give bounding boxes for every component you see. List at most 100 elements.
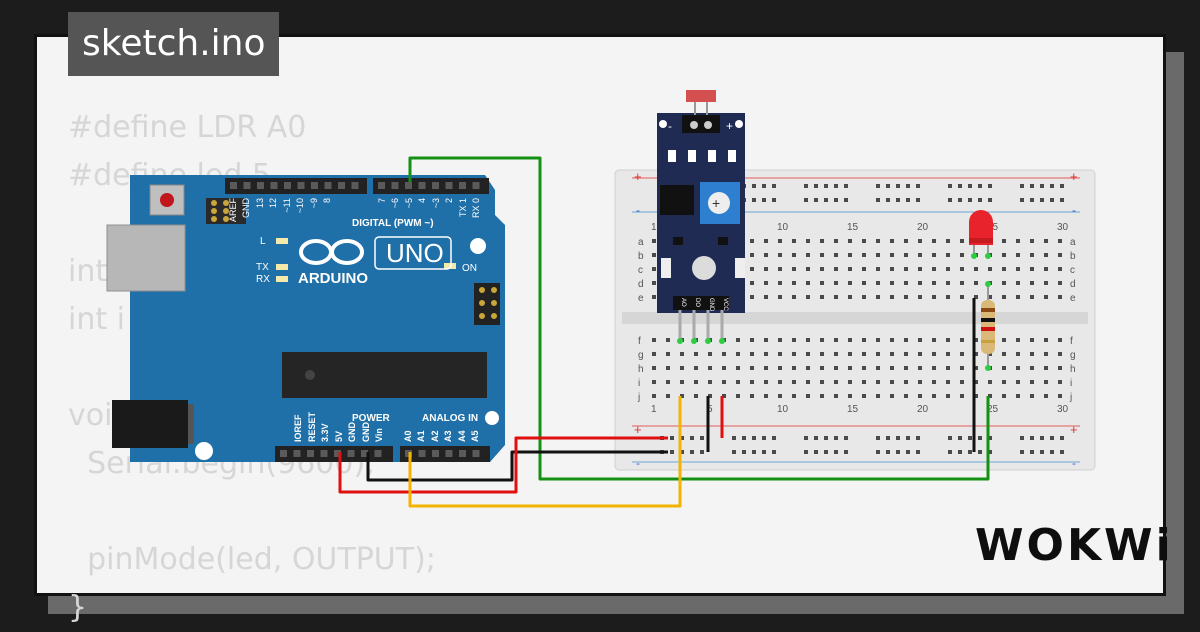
power-analog-pin-label: IOREF — [293, 414, 303, 442]
ldr-sensor-module[interactable]: - + + AO DO GND VCC — [657, 90, 745, 344]
digital-pin-label: AREF — [228, 198, 238, 223]
rail-plus-label: + — [1070, 422, 1078, 437]
column-label: 10 — [777, 404, 789, 415]
rail-plus-label: + — [1070, 169, 1078, 184]
uno-label: UNO — [386, 238, 444, 268]
rail-minus-label: - — [636, 203, 640, 217]
rail-minus-label: - — [636, 456, 640, 470]
resistor[interactable] — [981, 281, 995, 371]
digital-pin-label: ~3 — [431, 198, 441, 208]
led-rx-label: RX — [256, 274, 270, 285]
column-label: 20 — [917, 404, 929, 415]
row-label: d — [638, 279, 644, 290]
digital-pin-label: 7 — [377, 198, 387, 203]
row-label: h — [1070, 364, 1076, 375]
column-label: 10 — [777, 222, 789, 233]
row-label: j — [637, 392, 640, 403]
arduino-uno-board[interactable]: DIGITAL (PWM ~) ARDUINO UNO L TX RX ON P… — [106, 175, 505, 462]
analog-label: ANALOG IN — [422, 413, 478, 424]
power-jack — [112, 400, 188, 448]
digital-label: DIGITAL (PWM ~) — [352, 218, 434, 229]
usb-port — [106, 224, 186, 292]
wire-black-gnd[interactable] — [366, 450, 668, 482]
column-label: 15 — [847, 404, 859, 415]
wire-red-5v[interactable] — [338, 436, 668, 494]
row-label: g — [638, 350, 644, 361]
ldr-pin-label: VCC — [722, 298, 728, 311]
svg-text:-: - — [668, 119, 672, 133]
digital-pin-label: 2 — [444, 198, 454, 203]
power-analog-pin-label: GND — [347, 422, 357, 443]
row-label: e — [1070, 293, 1076, 304]
power-analog-pin-label: A4 — [457, 430, 467, 442]
arduino-brand: ARDUINO — [298, 270, 368, 287]
power-analog-pin-label: RESET — [307, 411, 317, 442]
digital-pin-label: 4 — [417, 198, 427, 203]
power-analog-pin-label: A0 — [403, 430, 413, 442]
ldr-pin-label: AO — [680, 298, 686, 307]
row-label: e — [638, 293, 644, 304]
power-analog-pin-label: 5V — [334, 431, 344, 442]
column-label: 5 — [707, 404, 713, 415]
row-label: c — [638, 265, 643, 276]
code-line: int i — [68, 302, 125, 337]
row-label: c — [1070, 265, 1075, 276]
digital-pin-label: ~6 — [390, 198, 400, 208]
rail-plus-label: + — [634, 169, 642, 184]
digital-pin-label: ~11 — [282, 198, 292, 213]
column-label: 1 — [651, 222, 657, 233]
power-analog-pin-label: Vin — [374, 428, 384, 442]
wire-yellow-a0[interactable] — [408, 396, 682, 508]
wire-green-digital[interactable] — [408, 156, 990, 481]
row-label: f — [638, 336, 641, 347]
digital-pin-label: 12 — [268, 198, 278, 208]
code-line: } — [68, 590, 88, 625]
column-label: 20 — [917, 222, 929, 233]
file-tab[interactable]: sketch.ino — [68, 12, 280, 76]
row-label: d — [1070, 279, 1076, 290]
digital-pin-label: 13 — [255, 198, 265, 208]
column-label: 1 — [651, 404, 657, 415]
digital-pin-label: ~9 — [309, 198, 319, 208]
row-label: i — [1070, 378, 1072, 389]
led-on-label: ON — [462, 263, 477, 274]
power-analog-pin-label: A3 — [443, 430, 453, 442]
led-tx-label: TX — [256, 262, 269, 273]
row-label: i — [638, 378, 640, 389]
wokwi-logo: WOKWi — [975, 520, 1174, 571]
microcontroller-chip — [282, 352, 487, 398]
rail-minus-label: - — [1072, 456, 1076, 470]
row-label: b — [1070, 251, 1076, 262]
svg-text:+: + — [726, 119, 733, 133]
code-line: int — [68, 254, 108, 289]
row-label: f — [1070, 336, 1073, 347]
code-line: #define LDR A0 — [68, 110, 307, 145]
column-label: 30 — [1057, 404, 1069, 415]
led-l-label: L — [260, 236, 266, 247]
row-label: a — [1070, 237, 1076, 248]
power-analog-pin-label: GND — [361, 422, 371, 443]
row-label: g — [1070, 350, 1076, 361]
red-led[interactable] — [969, 210, 993, 259]
digital-header-right — [373, 178, 489, 194]
column-label: 15 — [847, 222, 859, 233]
row-label: j — [1069, 392, 1072, 403]
column-label: 30 — [1057, 222, 1069, 233]
power-analog-pin-label: 3.3V — [320, 423, 330, 442]
rail-plus-label: + — [634, 422, 642, 437]
power-analog-pin-label: A2 — [430, 430, 440, 442]
svg-text:+: + — [712, 195, 720, 211]
power-label: POWER — [352, 413, 391, 424]
row-label: b — [638, 251, 644, 262]
arduino-logo-icon — [299, 239, 364, 265]
rail-minus-label: - — [1072, 203, 1076, 217]
ldr-pin-label: DO — [694, 298, 700, 307]
ldr-pin-label: GND — [708, 298, 714, 312]
digital-pin-label: RX 0 — [471, 198, 481, 218]
row-label: a — [638, 237, 644, 248]
code-line: pinMode(led, OUTPUT); — [68, 542, 436, 577]
digital-pin-label: ~5 — [404, 198, 414, 208]
code-line: voi — [68, 398, 113, 433]
power-analog-pin-label: A5 — [470, 430, 480, 442]
column-label: 25 — [987, 404, 999, 415]
